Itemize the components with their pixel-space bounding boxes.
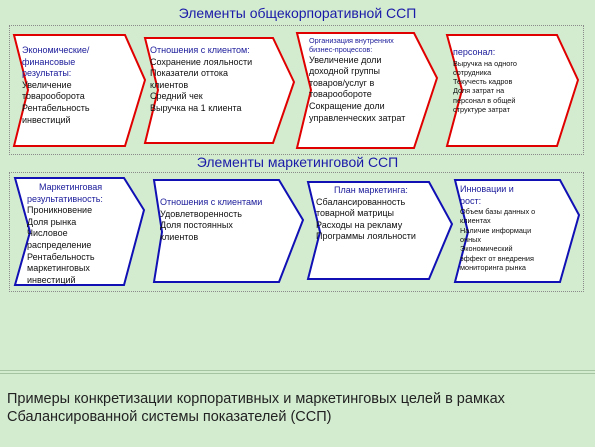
box-title: Отношения с клиентом:	[150, 45, 250, 55]
caption-separator	[0, 373, 595, 374]
marketing-bsc-heading: Элементы маркетинговой ССП	[196, 154, 399, 170]
box-line: структуре затрат	[453, 105, 510, 115]
box-line: Удовлетворенность	[160, 208, 242, 219]
box-line: Доля постоянных	[160, 220, 233, 231]
corporate-arrow-personnel	[445, 34, 580, 147]
caption-line-2: Сбалансированной системы показателей (СС…	[7, 409, 332, 425]
box-line: Увеличение доли	[309, 54, 382, 65]
box-line: Сохранение лояльности	[150, 56, 253, 67]
box-line: Средний чек	[150, 91, 203, 102]
box-line: Рентабельность	[22, 102, 90, 113]
box-title: персонал:	[453, 47, 496, 57]
box-line: Доля рынка	[27, 216, 77, 227]
marketing-arrow-results	[13, 177, 146, 286]
box-line: клиентов	[160, 231, 199, 242]
marketing-arrow-innovation	[453, 179, 581, 283]
box-line: Сокращение доли	[309, 100, 385, 111]
box-line: Экономический	[460, 244, 513, 254]
box-line: Показатели оттока	[150, 68, 229, 79]
box-line: Выручка на 1 клиента	[150, 102, 242, 113]
box-line: Объем базы данных о	[460, 207, 536, 217]
box-line: инвестиций	[22, 114, 71, 125]
marketing-arrow-plan	[306, 181, 454, 280]
box-line: товаров/услуг в	[309, 77, 375, 88]
corporate-bsc-heading: Элементы общекорпоративной ССП	[178, 5, 417, 21]
box-line: клиентов	[150, 79, 189, 90]
box-line: Расходы на рекламу	[316, 219, 403, 230]
box-line: Рентабельность	[27, 251, 95, 262]
corporate-box-2-text: Отношения с клиентом: Сохранение лояльно…	[150, 45, 252, 115]
box-title: Отношения с клиентами	[160, 197, 263, 207]
corporate-bsc-frame	[9, 25, 584, 155]
box-line: мониторинга рынка	[460, 262, 526, 272]
caption-line-1: Примеры конкретизации корпоративных и ма…	[7, 391, 505, 407]
box-line: товарооборота	[22, 91, 85, 102]
box-line: сотрудника	[453, 67, 492, 77]
box-line: Сбалансированность	[316, 196, 406, 207]
box-line: товарной матрицы	[316, 208, 394, 219]
corporate-box-4-text: персонал: Выручка на одного сотрудника Т…	[453, 47, 517, 114]
marketing-box-3-text: План маркетинга: Сбалансированность това…	[316, 185, 416, 243]
box-line: маркетинговых	[27, 263, 90, 274]
box-line: Наличие информаци	[460, 225, 532, 235]
corporate-arrow-financial	[12, 34, 147, 147]
corporate-arrow-processes	[295, 32, 439, 149]
box-line: управленческих затрат	[309, 112, 406, 123]
box-line: Выручка на одного	[453, 58, 517, 68]
box-line: инвестиций	[27, 274, 76, 285]
slide-caption: Примеры конкретизации корпоративных и ма…	[7, 390, 592, 426]
box-line: клиентах	[460, 216, 491, 226]
box-line: Программы лояльности	[316, 231, 416, 242]
box-line: эффект от внедрения	[460, 253, 534, 263]
box-line: Увеличение	[22, 79, 72, 90]
box-line: Числовое	[27, 228, 68, 239]
box-line: онных	[460, 235, 482, 245]
box-title: План маркетинга:	[334, 185, 408, 195]
box-line: Доля затрат на	[453, 86, 505, 96]
box-line: персонал в общей	[453, 95, 516, 105]
marketing-bsc-frame	[9, 172, 584, 292]
marketing-box-2-text: Отношения с клиентами Удовлетворенность …	[160, 197, 262, 243]
box-line: Проникновение	[27, 205, 93, 216]
corporate-arrow-customer	[143, 37, 296, 144]
box-line: Текучесть кадров	[453, 77, 513, 87]
marketing-arrow-customers	[152, 179, 305, 283]
caption-separator	[0, 370, 595, 371]
box-line: товарообороте	[309, 89, 372, 100]
box-line: доходной группы	[309, 66, 381, 77]
box-line: распределение	[27, 239, 92, 250]
